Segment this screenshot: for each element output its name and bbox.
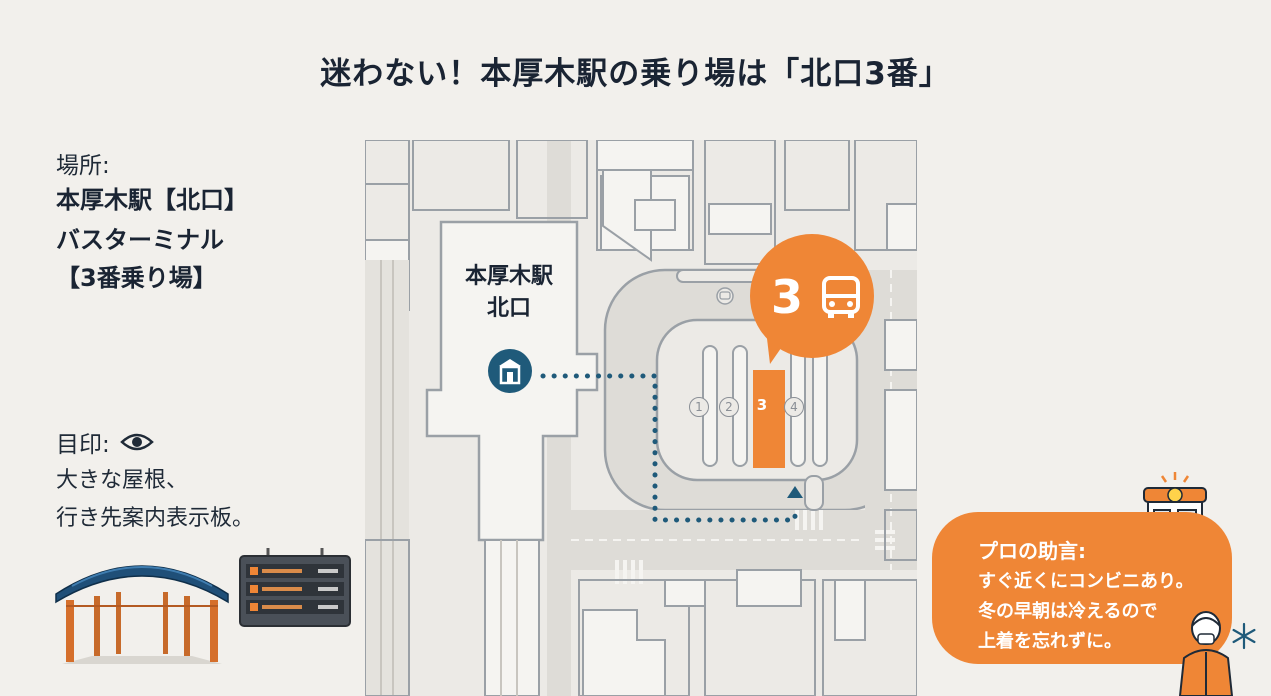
landmark-label: 目印:	[56, 432, 110, 458]
bus-icon	[822, 276, 860, 318]
location-line-2: バスターミナル	[56, 226, 224, 254]
advice-line-3: 上着を忘れずに。	[978, 631, 1122, 652]
arrow-icon	[787, 486, 803, 498]
destination-board-illustration	[239, 548, 351, 627]
advice-title: プロの助言:	[978, 539, 1086, 563]
location-line-1: 本厚木駅【北口】	[56, 186, 248, 214]
bay-1-label: 1	[689, 397, 709, 417]
page-title: 迷わない！本厚木駅の乗り場は「北口3番」	[320, 56, 951, 92]
landmark-label-row: 目印:	[56, 425, 154, 459]
platform-number-badge: 3	[771, 270, 804, 324]
person-jacket-icon	[1178, 611, 1234, 696]
location-label: 場所:	[56, 153, 110, 179]
advice-bubble	[932, 512, 1232, 664]
station-map: 本厚木駅 北口 1 2 3 4 3	[365, 140, 917, 696]
eye-icon	[119, 433, 154, 451]
canopy-illustration	[55, 565, 229, 664]
advice-line-2: 冬の早朝は冷えるので	[978, 601, 1158, 622]
bay-4-label: 4	[784, 397, 804, 417]
walking-route	[540, 373, 803, 523]
landmark-line-2: 行き先案内表示板。	[56, 506, 255, 531]
advice-line-1: すぐ近くにコンビニあり。	[978, 571, 1194, 592]
station-name-line-2: 北口	[486, 296, 531, 321]
snowflake-icon	[1232, 622, 1256, 650]
map-background	[365, 140, 917, 696]
station-name-line-1: 本厚木駅	[464, 264, 553, 289]
bay-3-label: 3	[756, 396, 768, 414]
landmark-line-1: 大きな屋根、	[56, 468, 189, 493]
location-line-3: 【3番乗り場】	[56, 264, 217, 292]
bay-2-label: 2	[719, 397, 739, 417]
platform-callout	[750, 234, 874, 364]
station-entrance-icon	[488, 349, 532, 393]
